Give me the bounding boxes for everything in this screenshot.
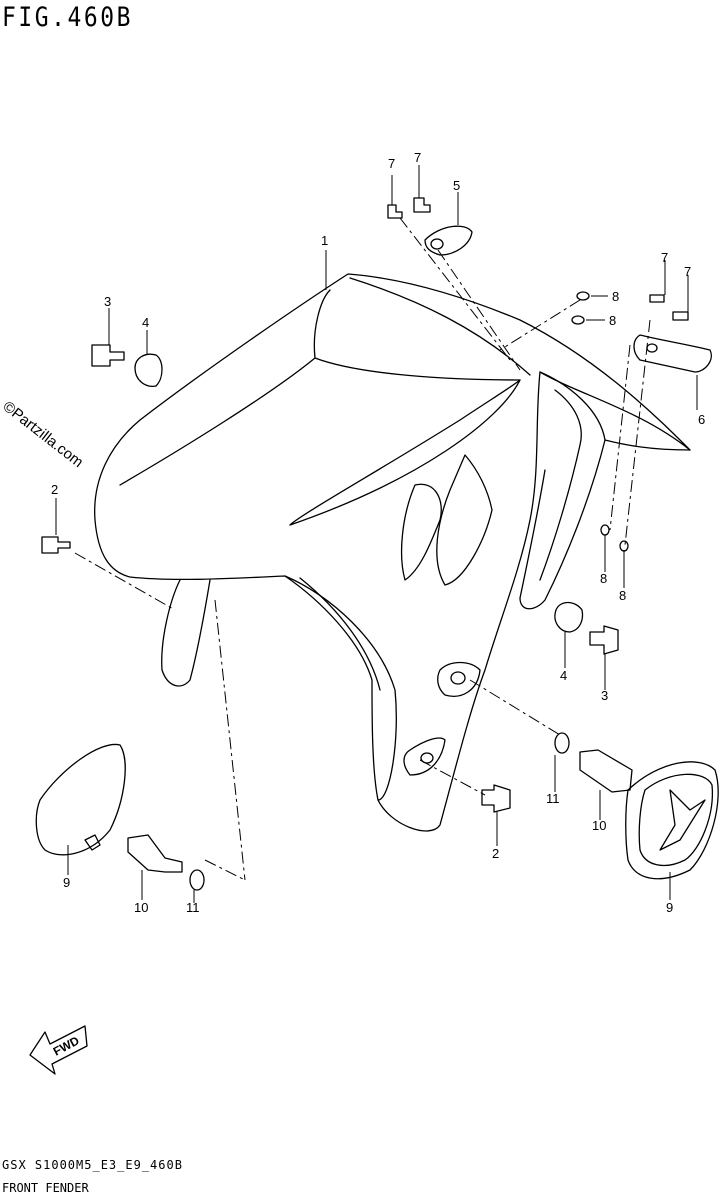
fwd-arrow <box>29 1025 88 1075</box>
figure-caption: FRONT FENDER <box>2 1181 89 1195</box>
reflector-9-left-stud <box>84 834 101 851</box>
callout-8-b: 8 <box>609 313 616 328</box>
callout-6: 6 <box>698 412 705 427</box>
figure-code: GSX S1000M5_E3_E9_460B <box>2 1158 183 1172</box>
fender-crest <box>313 289 521 381</box>
fender-inner-curve <box>119 357 316 486</box>
bolt-7-b <box>413 197 431 213</box>
center-lines <box>74 217 651 881</box>
fender-upper-tab <box>437 661 481 697</box>
washer-8-c <box>600 524 610 536</box>
washer-8-d <box>619 540 629 552</box>
fender-upper-tab-hole <box>450 671 466 685</box>
callout-7-a: 7 <box>388 156 395 171</box>
screw-2-right <box>481 784 511 813</box>
washer-11-right <box>554 732 570 754</box>
callout-4-left: 4 <box>142 315 149 330</box>
washer-8-b <box>571 315 585 325</box>
washer-11-left <box>189 869 205 891</box>
reflector-9-right-mark <box>659 789 706 851</box>
callout-1: 1 <box>321 233 328 248</box>
callout-5: 5 <box>453 178 460 193</box>
callout-2-left: 2 <box>51 482 58 497</box>
fender-cutout-1 <box>436 454 493 586</box>
spacer-10-right <box>579 749 633 793</box>
reflector-9-right-lens <box>638 773 714 867</box>
callout-7-c: 7 <box>661 250 668 265</box>
callout-3-right: 3 <box>601 688 608 703</box>
callout-3-left: 3 <box>104 294 111 309</box>
bolt-7-a <box>387 204 403 219</box>
callout-7-d: 7 <box>684 264 691 279</box>
fender-side-panel <box>284 575 397 801</box>
screw-2-left <box>41 536 71 554</box>
callout-4-right: 4 <box>560 668 567 683</box>
bracket-6 <box>633 334 712 373</box>
screw-3-right <box>589 625 619 655</box>
reflector-9-left <box>35 743 126 856</box>
bolt-7-d <box>672 311 689 321</box>
bracket-6-hole <box>646 343 658 353</box>
fender-main-shell <box>94 273 691 832</box>
fender-cutout-2 <box>400 483 442 581</box>
screw-3-left <box>91 344 125 367</box>
spacer-10-left <box>127 834 183 873</box>
figure-title: FIG.460B <box>2 2 133 33</box>
fender-tail <box>604 439 691 451</box>
fender-bracket-arm <box>519 371 606 610</box>
grommet-4-right <box>554 601 584 633</box>
reflector-9-right <box>625 761 719 880</box>
callout-10-left: 10 <box>134 900 148 915</box>
fender-ridge <box>349 277 531 376</box>
washer-8-a <box>576 291 590 301</box>
fwd-label: FWD <box>51 1033 82 1058</box>
fender-tab-hole <box>420 752 434 764</box>
callout-8-a: 8 <box>612 289 619 304</box>
callout-7-b: 7 <box>414 150 421 165</box>
callout-10-right: 10 <box>592 818 606 833</box>
fender-bracket-inner <box>539 389 582 581</box>
callout-8-d: 8 <box>619 588 626 603</box>
callout-11-left: 11 <box>186 900 200 915</box>
fender-lower-channel <box>289 379 521 526</box>
fender-left-flap <box>161 579 211 687</box>
bracket-5-hole <box>430 238 444 250</box>
callout-9-right: 9 <box>666 900 673 915</box>
fender-rear-edge <box>299 577 381 691</box>
callout-11-right: 11 <box>546 791 560 806</box>
callout-9-left: 9 <box>63 875 70 890</box>
bolt-7-c <box>649 294 665 303</box>
callout-8-c: 8 <box>600 571 607 586</box>
callout-2-right: 2 <box>492 846 499 861</box>
leader-lines <box>55 165 698 903</box>
grommet-4-left <box>134 353 163 387</box>
bracket-5 <box>424 225 473 256</box>
fender-lower-tab <box>403 737 446 776</box>
